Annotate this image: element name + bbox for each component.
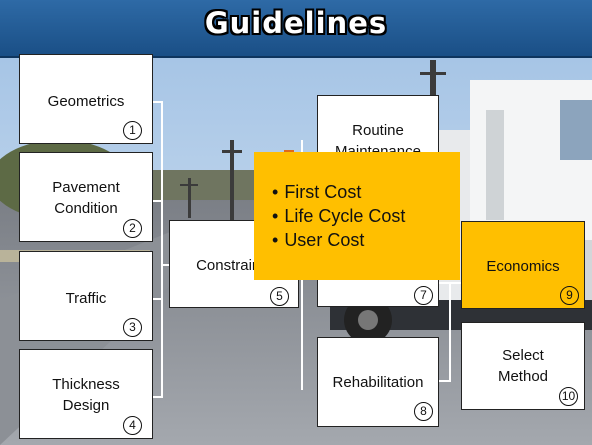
thickness-design-box[interactable]: Thickness Design 4 — [19, 349, 153, 439]
constraints-label: Constraints — [196, 257, 272, 274]
step-number-badge: 8 — [414, 402, 433, 421]
connector-line — [153, 396, 163, 398]
cost-list-item: User Cost — [272, 228, 405, 252]
rehabilitation-box[interactable]: Rehabilitation 8 — [317, 337, 439, 427]
thickness-design-label: Thickness Design — [52, 376, 120, 414]
rehabilitation-label: Rehabilitation — [332, 374, 424, 391]
traffic-box[interactable]: Traffic 3 — [19, 251, 153, 341]
select-method-box[interactable]: Select Method 10 — [461, 322, 585, 410]
select-method-label: Select Method — [497, 347, 549, 385]
step-number-badge: 4 — [123, 416, 142, 435]
step-number-badge: 7 — [414, 286, 433, 305]
connector-line — [161, 264, 169, 266]
step-number-badge: 2 — [123, 219, 142, 238]
step-number-badge: 1 — [123, 121, 142, 140]
connector-line — [449, 282, 451, 382]
cost-list-item: Life Cycle Cost — [272, 204, 405, 228]
economics-label: Economics — [486, 258, 560, 275]
geometrics-label: Geometrics — [47, 93, 125, 110]
connector-line — [153, 200, 163, 202]
step-number-badge: 3 — [123, 318, 142, 337]
step-number-badge: 5 — [270, 287, 289, 306]
connector-line — [439, 380, 449, 382]
connector-line — [153, 298, 163, 300]
pavement-condition-box[interactable]: Pavement Condition 2 — [19, 152, 153, 242]
geometrics-box[interactable]: Geometrics 1 — [19, 54, 153, 144]
traffic-label: Traffic — [65, 290, 107, 307]
cost-list-item: First Cost — [272, 180, 405, 204]
economics-callout: First Cost Life Cycle Cost User Cost — [254, 152, 460, 280]
economics-box[interactable]: Economics 9 — [461, 221, 585, 309]
step-number-badge: 9 — [560, 286, 579, 305]
connector-line — [161, 101, 163, 398]
title-bar: Guidelines — [0, 0, 592, 58]
pavement-condition-label: Pavement Condition — [52, 179, 120, 217]
step-number-badge: 10 — [559, 387, 578, 406]
connector-line — [153, 101, 163, 103]
slide-title: Guidelines — [204, 6, 388, 40]
cost-list: First Cost Life Cycle Cost User Cost — [272, 180, 405, 252]
